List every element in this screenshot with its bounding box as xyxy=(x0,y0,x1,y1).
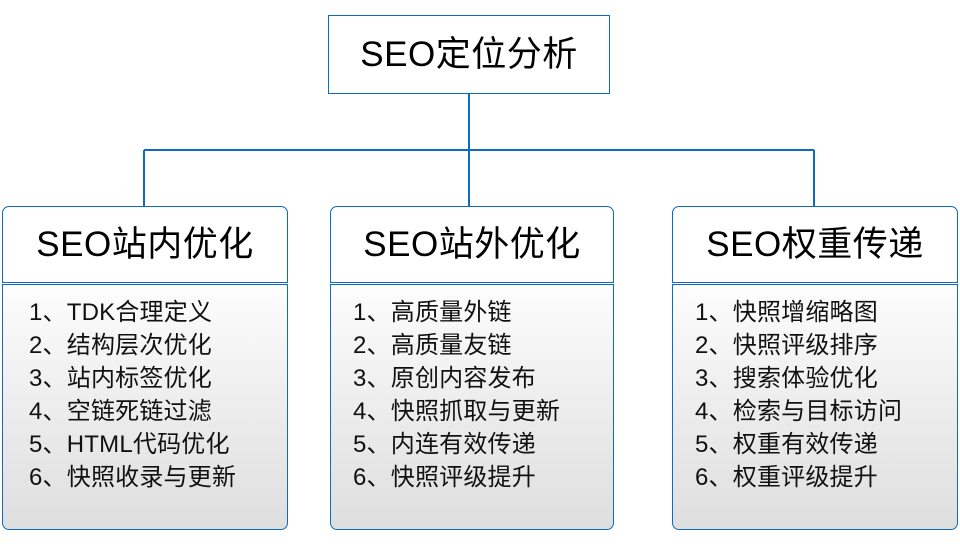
list-item-text: 快照收录与更新 xyxy=(66,464,237,491)
list-item-text: 高质量友链 xyxy=(390,332,512,359)
list-item-text: TDK合理定义 xyxy=(66,299,213,326)
list-item[interactable]: 3、站内标签优化 xyxy=(3,362,287,395)
list-item-text: 空链死链过滤 xyxy=(66,398,212,425)
list-item-index: 3、 xyxy=(695,365,733,392)
list-item[interactable]: 6、权重评级提升 xyxy=(673,461,957,494)
list-item-index: 2、 xyxy=(29,332,67,359)
list-item[interactable]: 2、快照评级排序 xyxy=(673,329,957,362)
list-item-index: 2、 xyxy=(695,332,733,359)
list-item-index: 1、 xyxy=(353,299,391,326)
list-item-text: 快照评级提升 xyxy=(390,464,536,491)
list-item[interactable]: 1、快照增缩略图 xyxy=(673,296,957,329)
branch-header-3[interactable]: SEO权重传递 xyxy=(672,206,958,283)
list-item-text: 高质量外链 xyxy=(390,299,512,326)
list-item[interactable]: 5、HTML代码优化 xyxy=(3,428,287,461)
list-item-index: 4、 xyxy=(353,398,391,425)
list-item-text: 快照抓取与更新 xyxy=(390,398,561,425)
list-item-index: 3、 xyxy=(29,365,67,392)
branch-body-3: 1、快照增缩略图 2、快照评级排序 3、搜索体验优化 4、检索与目标访问 5、权… xyxy=(672,284,958,530)
list-item-text: 权重评级提升 xyxy=(732,464,878,491)
branch-item-list-1: 1、TDK合理定义 2、结构层次优化 3、站内标签优化 4、空链死链过滤 5、H… xyxy=(3,296,287,494)
list-item-text: HTML代码优化 xyxy=(66,431,230,458)
branch-item-list-3: 1、快照增缩略图 2、快照评级排序 3、搜索体验优化 4、检索与目标访问 5、权… xyxy=(673,296,957,494)
list-item-text: 内连有效传递 xyxy=(390,431,536,458)
branch-body-2: 1、高质量外链 2、高质量友链 3、原创内容发布 4、快照抓取与更新 5、内连有… xyxy=(330,284,614,530)
root-node[interactable]: SEO定位分析 xyxy=(328,15,610,94)
list-item-text: 原创内容发布 xyxy=(390,365,536,392)
list-item[interactable]: 4、空链死链过滤 xyxy=(3,395,287,428)
branch-header-label-1: SEO站内优化 xyxy=(36,225,254,264)
list-item[interactable]: 1、高质量外链 xyxy=(331,296,613,329)
list-item[interactable]: 4、检索与目标访问 xyxy=(673,395,957,428)
list-item-text: 快照增缩略图 xyxy=(732,299,878,326)
list-item-text: 权重有效传递 xyxy=(732,431,878,458)
list-item-index: 5、 xyxy=(29,431,67,458)
list-item-text: 站内标签优化 xyxy=(66,365,212,392)
list-item-index: 2、 xyxy=(353,332,391,359)
list-item-index: 5、 xyxy=(695,431,733,458)
branch-header-2[interactable]: SEO站外优化 xyxy=(330,206,614,283)
list-item[interactable]: 2、高质量友链 xyxy=(331,329,613,362)
list-item-index: 6、 xyxy=(29,464,67,491)
list-item[interactable]: 4、快照抓取与更新 xyxy=(331,395,613,428)
list-item[interactable]: 6、快照评级提升 xyxy=(331,461,613,494)
branch-item-list-2: 1、高质量外链 2、高质量友链 3、原创内容发布 4、快照抓取与更新 5、内连有… xyxy=(331,296,613,494)
branch-body-1: 1、TDK合理定义 2、结构层次优化 3、站内标签优化 4、空链死链过滤 5、H… xyxy=(2,284,288,530)
list-item-index: 5、 xyxy=(353,431,391,458)
list-item-index: 1、 xyxy=(29,299,67,326)
list-item-text: 结构层次优化 xyxy=(66,332,212,359)
list-item[interactable]: 5、内连有效传递 xyxy=(331,428,613,461)
list-item-text: 快照评级排序 xyxy=(732,332,878,359)
list-item-index: 6、 xyxy=(353,464,391,491)
list-item[interactable]: 5、权重有效传递 xyxy=(673,428,957,461)
branch-column-1: SEO站内优化 1、TDK合理定义 2、结构层次优化 3、站内标签优化 4、空链… xyxy=(2,206,288,530)
list-item-index: 4、 xyxy=(29,398,67,425)
list-item-index: 6、 xyxy=(695,464,733,491)
list-item[interactable]: 6、快照收录与更新 xyxy=(3,461,287,494)
branch-header-label-3: SEO权重传递 xyxy=(706,225,924,264)
root-node-label: SEO定位分析 xyxy=(360,35,578,74)
list-item[interactable]: 3、搜索体验优化 xyxy=(673,362,957,395)
list-item-index: 1、 xyxy=(695,299,733,326)
list-item-index: 4、 xyxy=(695,398,733,425)
list-item[interactable]: 2、结构层次优化 xyxy=(3,329,287,362)
list-item[interactable]: 3、原创内容发布 xyxy=(331,362,613,395)
branch-column-3: SEO权重传递 1、快照增缩略图 2、快照评级排序 3、搜索体验优化 4、检索与… xyxy=(672,206,958,530)
list-item-index: 3、 xyxy=(353,365,391,392)
branch-header-label-2: SEO站外优化 xyxy=(363,225,581,264)
list-item-text: 检索与目标访问 xyxy=(732,398,903,425)
list-item-text: 搜索体验优化 xyxy=(732,365,878,392)
branch-column-2: SEO站外优化 1、高质量外链 2、高质量友链 3、原创内容发布 4、快照抓取与… xyxy=(330,206,614,530)
list-item[interactable]: 1、TDK合理定义 xyxy=(3,296,287,329)
branch-header-1[interactable]: SEO站内优化 xyxy=(2,206,288,283)
